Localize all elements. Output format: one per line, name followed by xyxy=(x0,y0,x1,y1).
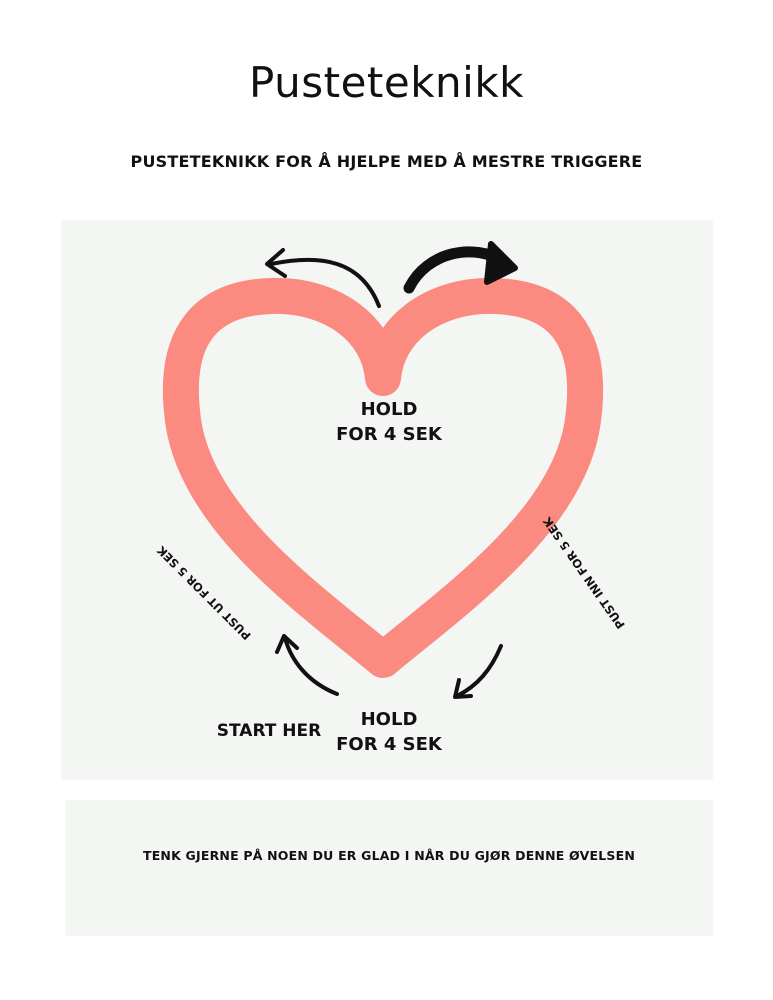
page-subtitle: PUSTETEKNIKK FOR Å HJELPE MED Å MESTRE T… xyxy=(130,152,643,171)
arrow-bottom-right-icon xyxy=(453,644,503,699)
arrow-top-right-icon xyxy=(403,241,518,294)
note-text: TENK GJERNE PÅ NOEN DU ER GLAD I NÅR DU … xyxy=(142,848,636,863)
arrow-bottom-left-icon xyxy=(275,634,339,696)
start-here-label: START HER xyxy=(216,721,322,741)
arrow-top-left-icon xyxy=(265,248,381,308)
hold-bottom-label: HOLD FOR 4 SEK xyxy=(336,709,442,755)
page-title: Pusteteknikk xyxy=(249,58,524,107)
breathing-diagram xyxy=(162,241,604,699)
hold-top-label: HOLD FOR 4 SEK xyxy=(336,399,442,445)
note-panel: TENK GJERNE PÅ NOEN DU ER GLAD I NÅR DU … xyxy=(65,800,713,936)
breathing-diagram-panel: HOLD FOR 4 SEK HOLD FOR 4 SEK START HER … xyxy=(61,220,713,780)
heart-icon xyxy=(162,277,604,678)
